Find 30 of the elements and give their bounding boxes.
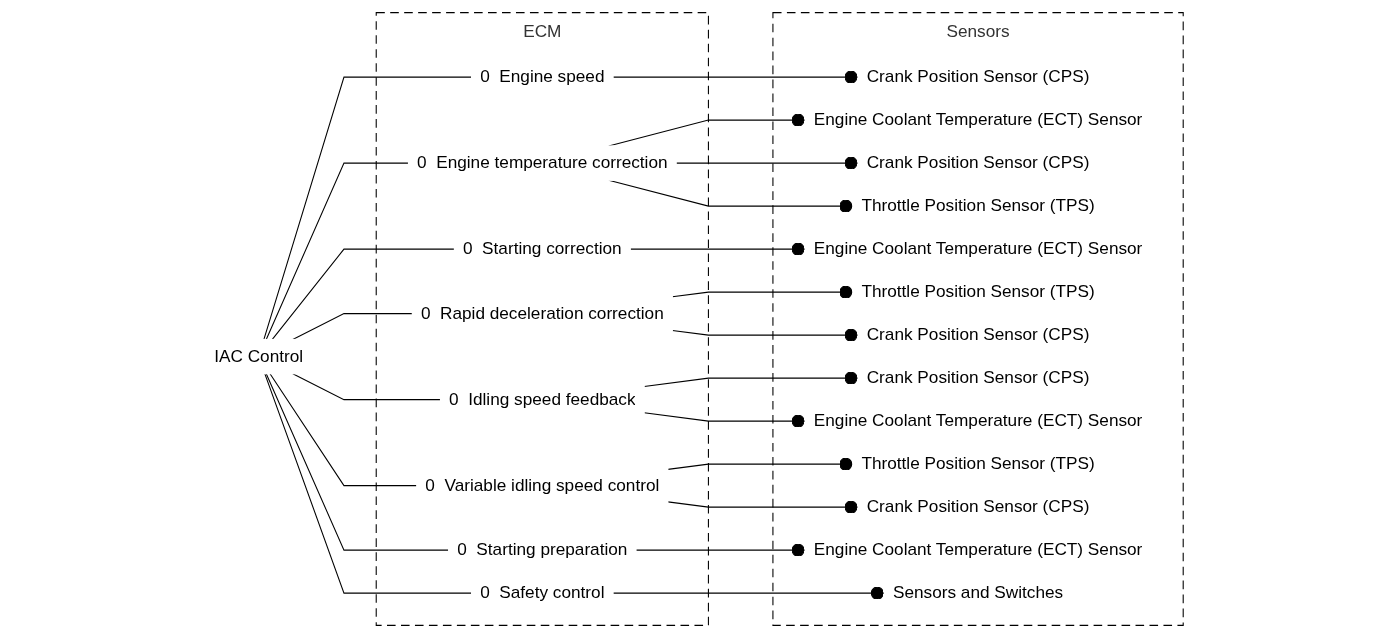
connector [269, 373, 417, 487]
node-text: Sensors and Switches [892, 583, 1063, 602]
node-text: 0 Safety control [479, 583, 605, 602]
connector [263, 373, 472, 594]
node-text: Crank Position Sensor (CPS) [866, 325, 1090, 344]
node-text: 0 Rapid deceleration correction [420, 303, 664, 323]
node-text: Crank Position Sensor (CPS) [866, 497, 1090, 516]
connector [666, 457, 853, 471]
node-text: Crank Position Sensor (CPS) [866, 153, 1090, 172]
connector [265, 162, 409, 340]
node-text: 0 Starting correction [462, 239, 622, 258]
node-text: IAC Control [213, 346, 303, 366]
node-text: 0 Engine speed [479, 67, 605, 86]
node-text: Crank Position Sensor (CPS) [866, 67, 1090, 86]
connector [265, 373, 449, 551]
node-text: Engine Coolant Temperature (ECT) Sensor [813, 239, 1142, 258]
node-text: Engine Coolant Temperature (ECT) Sensor [813, 540, 1142, 559]
node-text: 0 Starting preparation [456, 540, 628, 559]
connector [262, 76, 472, 340]
node-text: Throttle Position Sensor (TPS) [861, 282, 1095, 301]
connector [291, 373, 441, 401]
node-text: 0 Variable idling speed control [424, 475, 659, 495]
node-text: 0 Engine temperature correction [416, 153, 668, 172]
node-text: Crank Position Sensor (CPS) [866, 368, 1090, 387]
node-text: Engine Coolant Temperature (ECT) Sensor [813, 110, 1142, 129]
node-text: Engine Coolant Temperature (ECT) Sensor [813, 411, 1142, 430]
node-text: Throttle Position Sensor (TPS) [861, 196, 1095, 215]
connector [671, 285, 853, 299]
node-text: Throttle Position Sensor (TPS) [861, 454, 1095, 473]
node-text: 0 Idling speed feedback [448, 389, 636, 409]
